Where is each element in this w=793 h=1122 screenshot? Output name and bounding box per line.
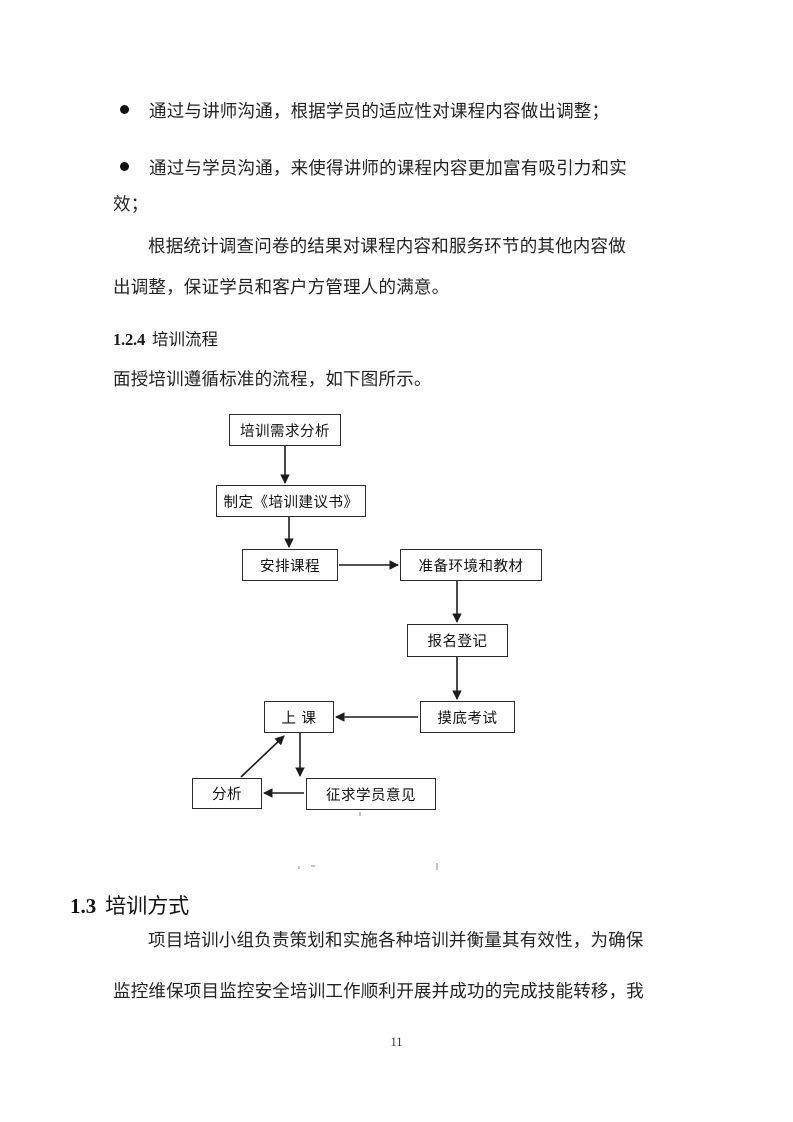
bullet-icon [120,105,129,114]
list-item: 通过与学员沟通，来使得讲师的课程内容更加富有吸引力和实 [120,155,627,180]
paragraph-line: 监控维保项目监控安全培训工作顺利开展并成功的完成技能转移，我 [113,981,644,1001]
flow-node-class: 上 课 [264,701,334,733]
page-number: 11 [390,1035,403,1049]
flow-node-need-analysis: 培训需求分析 [229,414,341,446]
scan-artifact [436,863,438,870]
heading-number: 1.2.4 [113,330,146,349]
flow-node-placement-test: 摸底考试 [420,701,515,733]
flow-node-prepare-env: 准备环境和教材 [400,549,542,581]
list-item: 通过与讲师沟通，根据学员的适应性对课程内容做出调整； [120,98,609,123]
list-item-text: 通过与学员沟通，来使得讲师的课程内容更加富有吸引力和实 [149,158,627,178]
flow-node-analysis: 分析 [192,778,262,809]
flow-node-feedback: 征求学员意见 [306,778,436,810]
flow-node-arrange-course: 安排课程 [242,549,338,581]
list-item-continuation: 效； [113,194,149,214]
heading-title: 培训流程 [152,330,219,349]
flow-node-proposal: 制定《培训建议书》 [216,485,366,517]
paragraph-line: 出调整，保证学员和客户方管理人的满意。 [113,277,450,297]
heading-1-2-4: 1.2.4 培训流程 [113,326,218,350]
scan-artifact [359,812,361,816]
bullet-icon [120,162,129,171]
flow-node-registration: 报名登记 [407,624,508,657]
heading-number: 1.3 [70,894,97,918]
heading-1-3: 1.3 培训方式 [70,890,189,920]
paragraph-line: 项目培训小组负责策划和实施各种培训并衡量其有效性，为确保 [148,930,644,950]
paragraph-line: 面授培训遵循标准的流程，如下图所示。 [113,369,432,389]
list-item-text: 通过与讲师沟通，根据学员的适应性对课程内容做出调整； [149,101,610,121]
scan-artifact [298,866,300,869]
paragraph-line: 根据统计调查问卷的结果对课程内容和服务环节的其他内容做 [148,236,626,256]
heading-title: 培训方式 [105,894,190,918]
scan-artifact [311,865,315,867]
